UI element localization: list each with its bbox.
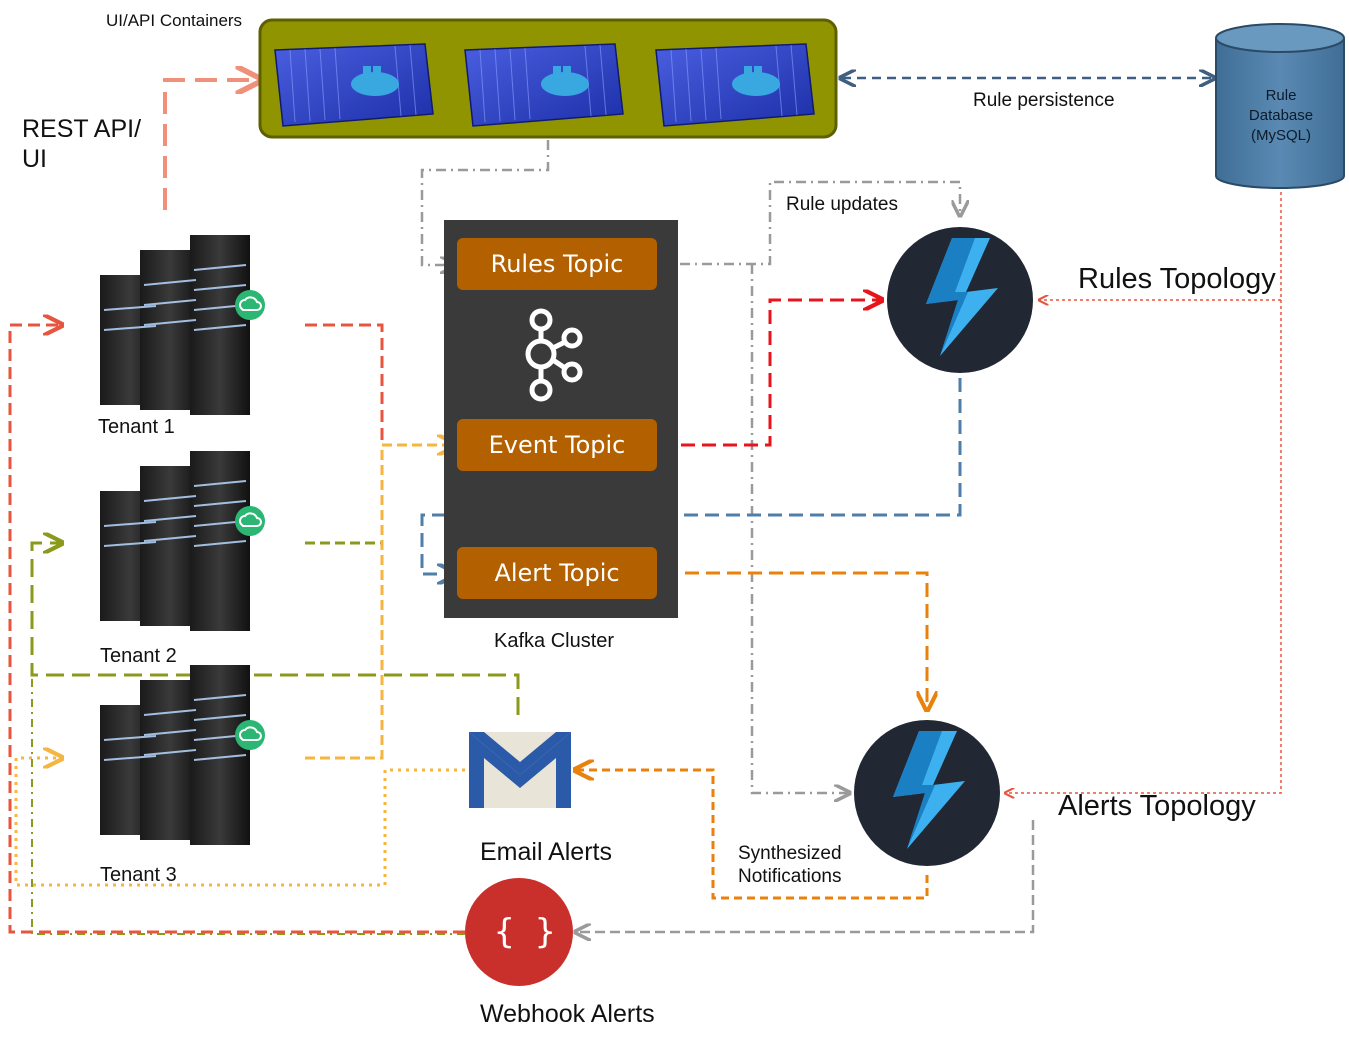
webhook-glyph: { } [494,912,556,952]
webhook-olive-line [31,675,465,935]
containers-to-rules-topic-arrow [420,140,550,265]
email-to-tenant3-arrow [14,758,465,887]
db-to-alerts-topology-arrow [1006,300,1282,793]
rules-topology-label: Rules Topology [1078,263,1276,295]
kafka-cluster-label: Kafka Cluster [494,630,615,652]
event-to-rules-topology-arrow [660,300,880,447]
synthesized-notifications-label: Synthesized Notifications [738,843,842,887]
database-cylinder-icon [1215,23,1345,189]
containers-label: UI/API Containers [106,11,243,30]
cloud-badge-icon [235,506,265,536]
email-alerts-label: Email Alerts [480,838,612,866]
tenant3-label: Tenant 3 [100,864,177,886]
rest-api-arrow [163,80,258,210]
server-rack-icon [100,451,265,631]
webhook-to-tenant1-arrow [8,325,465,934]
docker-container-icon [274,43,434,127]
synthesized-notifications-arrow [577,770,929,900]
cloud-badge-icon [235,290,265,320]
alerts-topology-to-webhook-arrow [577,820,1035,932]
event-topic: Event Topic [457,419,657,471]
email-to-tenant2-arrow [30,543,520,715]
tenant2-label: Tenant 2 [100,645,177,667]
rest-api-label: REST API/ UI [22,115,142,173]
tenant3-to-event-topic-line [305,445,384,760]
tenant1-label: Tenant 1 [98,416,175,438]
alerts-topology-storm-icon [854,720,1000,866]
rules-topology-to-alert-topic-arrow [420,378,962,574]
tenant1-to-event-topic-line [305,323,384,445]
gmail-envelope-icon [469,732,571,808]
alert-topic-to-alerts-topology-arrow [685,571,927,708]
docker-container-icon [464,43,624,127]
server-rack-icon [100,665,265,845]
rule-updates-arrow [658,180,960,266]
rules-to-alerts-topology-arrow [750,264,848,793]
cloud-badge-icon [235,720,265,750]
rule-updates-label: Rule updates [786,194,898,215]
rule-persistence-label: Rule persistence [973,90,1115,111]
webhook-alerts-label: Webhook Alerts [480,1000,655,1028]
docker-container-icon [655,43,815,127]
rules-topology-storm-icon [887,227,1033,373]
webhook-braces-icon [465,878,573,986]
alerts-topology-label: Alerts Topology [1058,790,1256,822]
kafka-logo-icon [525,308,583,402]
rule-database-label: Rule Database (MySQL) [1248,87,1314,144]
server-rack-icon [100,235,265,415]
alert-topic: Alert Topic [457,547,657,599]
rules-topic: Rules Topic [457,238,657,290]
